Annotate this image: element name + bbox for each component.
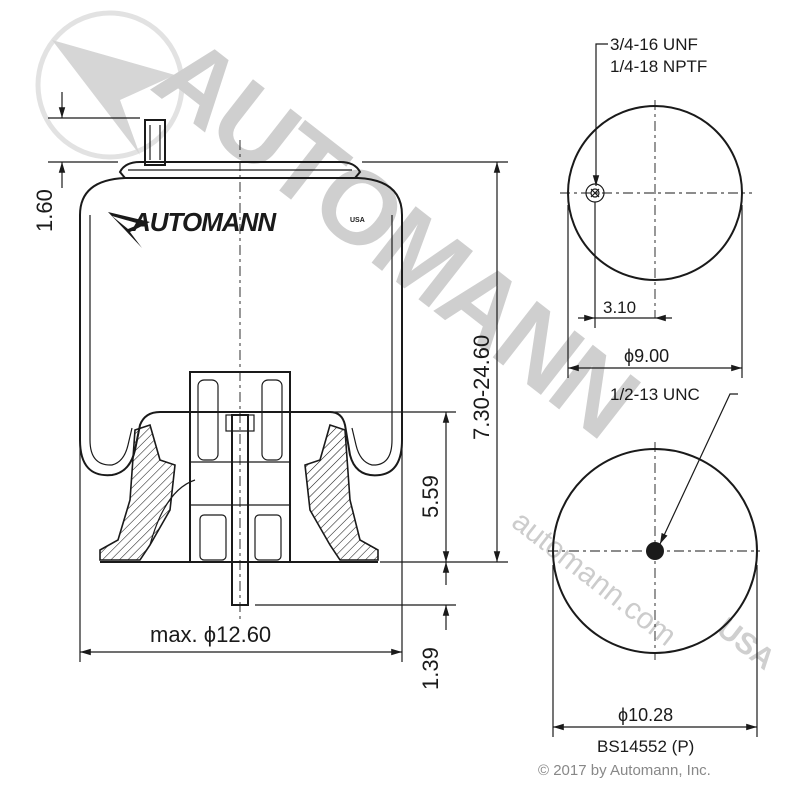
- dim-fitting-offset: 3.10: [603, 298, 636, 317]
- dim-stud-length: 1.39: [418, 647, 443, 690]
- part-number: BS14552 (P): [597, 737, 694, 756]
- dim-bottom-diameter: ϕ10.28: [618, 705, 673, 725]
- side-view: 1.60 7.30-24.60 5.59 1.39 max. ϕ12.60 AU…: [32, 92, 508, 690]
- dim-top-height: 1.60: [32, 189, 57, 232]
- bottom-view: 1/2-13 UNC ϕ10.28: [548, 385, 760, 737]
- automann-logo: AUTOMANN USA: [108, 207, 365, 248]
- thread-label-unc: 1/2-13 UNC: [610, 385, 700, 404]
- watermark-url: automann.com: [506, 505, 683, 653]
- watermark-arrow-icon: [52, 40, 175, 155]
- copyright: © 2017 by Automann, Inc.: [538, 762, 711, 779]
- piston-right: [304, 423, 379, 561]
- watermark-ring: [35, 10, 185, 160]
- watermark: AUTOMANN automann.com USA: [35, 10, 781, 677]
- top-plate: [118, 161, 362, 179]
- logo-suffix: USA: [350, 217, 365, 224]
- dim-stroke: 7.30-24.60: [469, 335, 494, 440]
- dim-piston-height: 5.59: [418, 475, 443, 518]
- piston-left: [99, 423, 176, 561]
- watermark-suffix: USA: [711, 612, 781, 677]
- center-bolt-hole: [646, 542, 664, 560]
- top-view: 3/4-16 UNF 1/4-18 NPTF 3.10 ϕ9.00: [560, 35, 752, 378]
- dim-max-diameter: max. ϕ12.60: [150, 622, 271, 647]
- thread-label-nptf: 1/4-18 NPTF: [610, 57, 707, 76]
- logo-brand: AUTOMANN: [131, 207, 277, 237]
- thread-label-unf: 3/4-16 UNF: [610, 35, 698, 54]
- top-stud: [144, 119, 166, 166]
- dim-top-diameter: ϕ9.00: [624, 346, 669, 366]
